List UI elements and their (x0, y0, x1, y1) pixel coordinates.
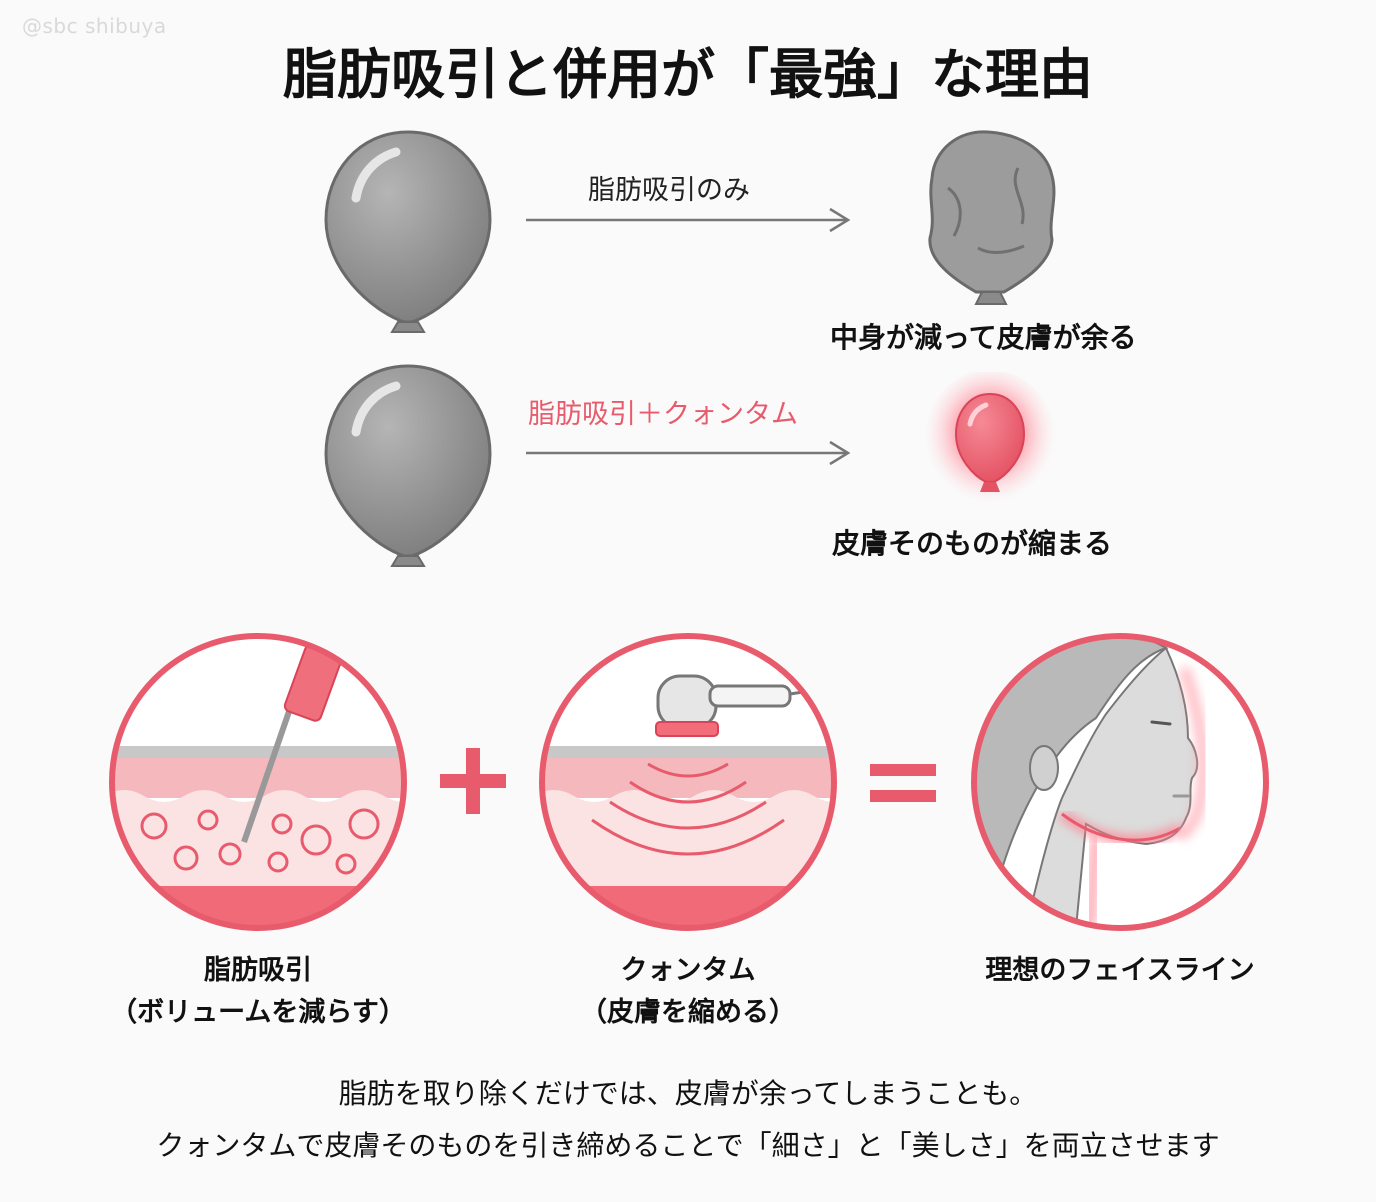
face-profile-circle-icon (971, 633, 1269, 931)
plus-icon (440, 748, 506, 814)
equals-icon (870, 764, 936, 802)
page-title: 脂肪吸引と併用が「最強」な理由 (283, 43, 1093, 106)
watermark: @sbc shibuya (22, 14, 167, 38)
footer-line-1: 脂肪を取り除くだけでは、皮膚が余ってしまうことも。 (338, 1077, 1038, 1110)
quantum-circle-icon (539, 633, 837, 931)
arrow-label-liposuction-quantum: 脂肪吸引＋クォンタム (528, 399, 798, 430)
caption-ideal-faceline-title: 理想のフェイスライン (985, 955, 1255, 986)
full-balloon-icon (324, 130, 492, 333)
full-balloon-icon (324, 364, 492, 567)
caption-quantum-note: （皮膚を縮める） (580, 997, 796, 1028)
footer-line-2: クォンタムで皮膚そのものを引き締めることで「細さ」と「美しさ」を両立させます (156, 1129, 1220, 1162)
arrow-icon (526, 207, 851, 233)
caption-liposuction-title: 脂肪吸引 (204, 955, 312, 986)
caption-liposuction-note: （ボリュームを減らす） (110, 997, 406, 1028)
result-label-skin-excess: 中身が減って皮膚が余る (830, 321, 1137, 354)
tight-balloon-icon (924, 372, 1056, 510)
arrow-icon (526, 440, 851, 466)
result-label-skin-tightens: 皮膚そのものが縮まる (832, 527, 1113, 560)
caption-quantum: クォンタム （皮膚を縮める） (528, 950, 848, 1034)
caption-quantum-title: クォンタム (620, 955, 756, 986)
liposuction-circle-icon (109, 633, 407, 931)
footer-text: 脂肪を取り除くだけでは、皮膚が余ってしまうことも。 クォンタムで皮膚そのものを引… (0, 1068, 1376, 1172)
arrow-label-liposuction-only: 脂肪吸引のみ (588, 175, 750, 206)
deflated-balloon-icon (928, 130, 1056, 305)
caption-liposuction: 脂肪吸引 （ボリュームを減らす） (98, 950, 418, 1034)
caption-ideal-faceline: 理想のフェイスライン (950, 950, 1290, 992)
